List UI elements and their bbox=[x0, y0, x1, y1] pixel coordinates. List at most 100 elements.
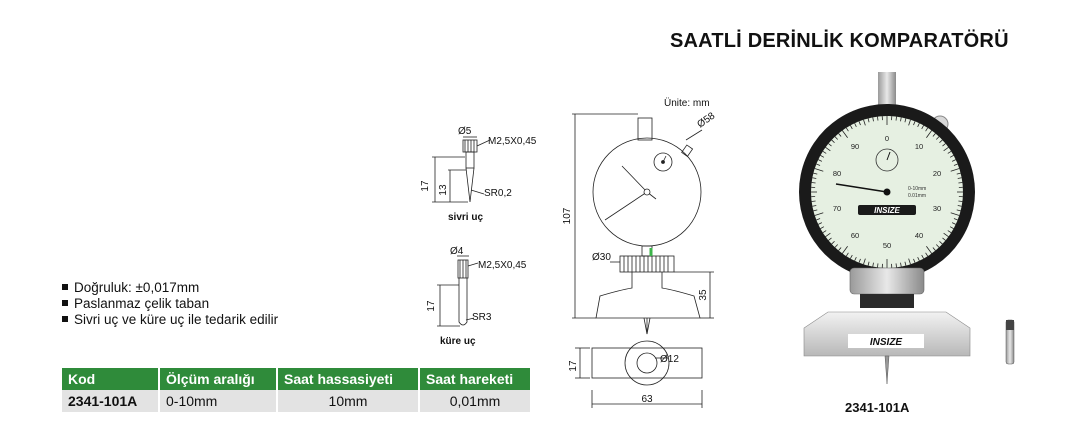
dial-tick bbox=[814, 212, 824, 216]
sharp-tip-drawing bbox=[432, 136, 491, 203]
svg-text:70: 70 bbox=[833, 204, 841, 213]
unit-label: Ünite: mm bbox=[664, 97, 710, 109]
dial-tick bbox=[816, 218, 821, 221]
stem-top bbox=[878, 72, 896, 112]
dial-tick bbox=[872, 262, 874, 267]
dial-tick bbox=[867, 118, 870, 123]
dial-diameter-label: Ø58 bbox=[695, 110, 717, 130]
dial-tick bbox=[820, 155, 825, 158]
dial-tick bbox=[951, 159, 956, 162]
bullet-icon bbox=[62, 300, 68, 306]
base-height-label: 35 bbox=[698, 289, 709, 301]
base-brand-logo: INSIZE bbox=[870, 337, 903, 348]
svg-text:20: 20 bbox=[933, 169, 941, 178]
table-header-row: Kod Ölçüm aralığı Saat hassasiyeti Saat … bbox=[62, 368, 532, 390]
dial-tick bbox=[932, 133, 936, 137]
dial-tick bbox=[917, 256, 920, 261]
dial-tick bbox=[816, 163, 821, 166]
sharp-tip-thread: M2,5X0,45 bbox=[488, 136, 537, 147]
dial-tick bbox=[949, 226, 954, 229]
stem-diameter-label: Ø30 bbox=[592, 252, 611, 263]
ball-tip-thread: M2,5X0,45 bbox=[478, 260, 527, 271]
product-photo: 0 10 20 30 40 50 60 70 80 90 0-10mm 0.01… bbox=[799, 72, 1015, 385]
svg-text:30: 30 bbox=[933, 204, 941, 213]
dial-tick bbox=[845, 127, 849, 132]
dial-tick bbox=[813, 209, 818, 212]
dial-tick bbox=[828, 143, 832, 147]
svg-text:0: 0 bbox=[885, 134, 889, 143]
dial-tick bbox=[825, 147, 831, 152]
dial-tick bbox=[811, 200, 816, 202]
feature-item: Doğruluk: ±0,017mm bbox=[62, 280, 278, 296]
dial-tick bbox=[895, 116, 897, 121]
table-cell-range: 0-10mm bbox=[159, 390, 278, 412]
needle-hub-icon bbox=[883, 188, 891, 196]
table-row: 2341-101A 0-10mm 10mm 0,01mm bbox=[62, 390, 532, 412]
dial-tick bbox=[814, 168, 824, 172]
dial-tick bbox=[877, 263, 879, 268]
gauge-front-drawing bbox=[572, 113, 714, 335]
dial-tick bbox=[926, 245, 932, 254]
dial-tick bbox=[820, 226, 825, 229]
dial-tick bbox=[850, 125, 853, 130]
dial-resolution-text: 0.01mm bbox=[908, 193, 926, 199]
dial-tick bbox=[895, 263, 897, 268]
dial-tick bbox=[828, 237, 832, 241]
dial-tick bbox=[822, 230, 827, 234]
dial-tick bbox=[953, 163, 958, 166]
dial-tick bbox=[812, 205, 817, 207]
dial-tick bbox=[900, 117, 902, 122]
dial-tick bbox=[908, 119, 911, 126]
dial-tick bbox=[845, 252, 849, 257]
dial-scale: 0 10 20 30 40 50 60 70 80 90 bbox=[833, 134, 941, 250]
dial-tick bbox=[921, 254, 924, 259]
dial-tick bbox=[958, 182, 963, 184]
ball-tip-caption: küre uç bbox=[440, 336, 476, 347]
dial-tick bbox=[957, 177, 962, 179]
dial-brand-plate bbox=[858, 205, 916, 215]
dial-tick bbox=[925, 127, 929, 132]
bullet-icon bbox=[62, 284, 68, 290]
dial-tick bbox=[950, 212, 960, 216]
dial-brand-logo: INSIZE bbox=[874, 206, 900, 215]
gauge-height-label: 107 bbox=[562, 207, 573, 224]
dial-tick bbox=[863, 258, 866, 265]
svg-text:40: 40 bbox=[915, 231, 923, 240]
dial-tick bbox=[935, 244, 940, 248]
svg-text:10: 10 bbox=[915, 142, 923, 151]
dial-tick bbox=[935, 136, 940, 140]
base-depth-label: 17 bbox=[568, 360, 579, 372]
dial-tick bbox=[904, 118, 907, 123]
dial-tick bbox=[838, 247, 842, 251]
feature-item: Paslanmaz çelik taban bbox=[62, 296, 278, 312]
sharp-tip-dim-part: 13 bbox=[438, 184, 449, 196]
dial-range-text: 0-10mm bbox=[908, 186, 926, 192]
ball-tip-radius: SR3 bbox=[472, 312, 492, 323]
dial-tick bbox=[818, 222, 823, 225]
svg-text:90: 90 bbox=[851, 142, 859, 151]
table-cell-graduation: 0,01mm bbox=[419, 390, 532, 412]
bullet-icon bbox=[62, 316, 68, 322]
main-needle bbox=[835, 183, 888, 193]
table-cell-precision: 10mm bbox=[277, 390, 420, 412]
dial-tick bbox=[834, 244, 839, 248]
dial-tick bbox=[958, 200, 963, 202]
dial-tick bbox=[822, 150, 827, 154]
dial-tick bbox=[863, 119, 866, 126]
hole-diameter-label: Ø12 bbox=[660, 354, 679, 365]
base-width-label: 63 bbox=[641, 394, 653, 405]
dial-tick bbox=[949, 155, 954, 158]
dial-tick bbox=[818, 159, 823, 162]
dial-tick bbox=[942, 143, 946, 147]
dial-tick bbox=[953, 218, 958, 221]
base-top-drawing bbox=[575, 340, 703, 408]
dial-tick bbox=[951, 222, 956, 225]
counter-needle bbox=[886, 151, 891, 161]
dial-tick bbox=[842, 245, 848, 254]
sharp-tip-dim-total: 17 bbox=[420, 180, 431, 192]
sharp-tip-diameter: Ø5 bbox=[458, 126, 472, 137]
dial-tick bbox=[921, 125, 924, 130]
dial-tick bbox=[925, 252, 929, 257]
dial-tick bbox=[947, 230, 952, 234]
page-title: SAATLİ DERİNLİK KOMPARATÖRÜ bbox=[670, 30, 1009, 52]
